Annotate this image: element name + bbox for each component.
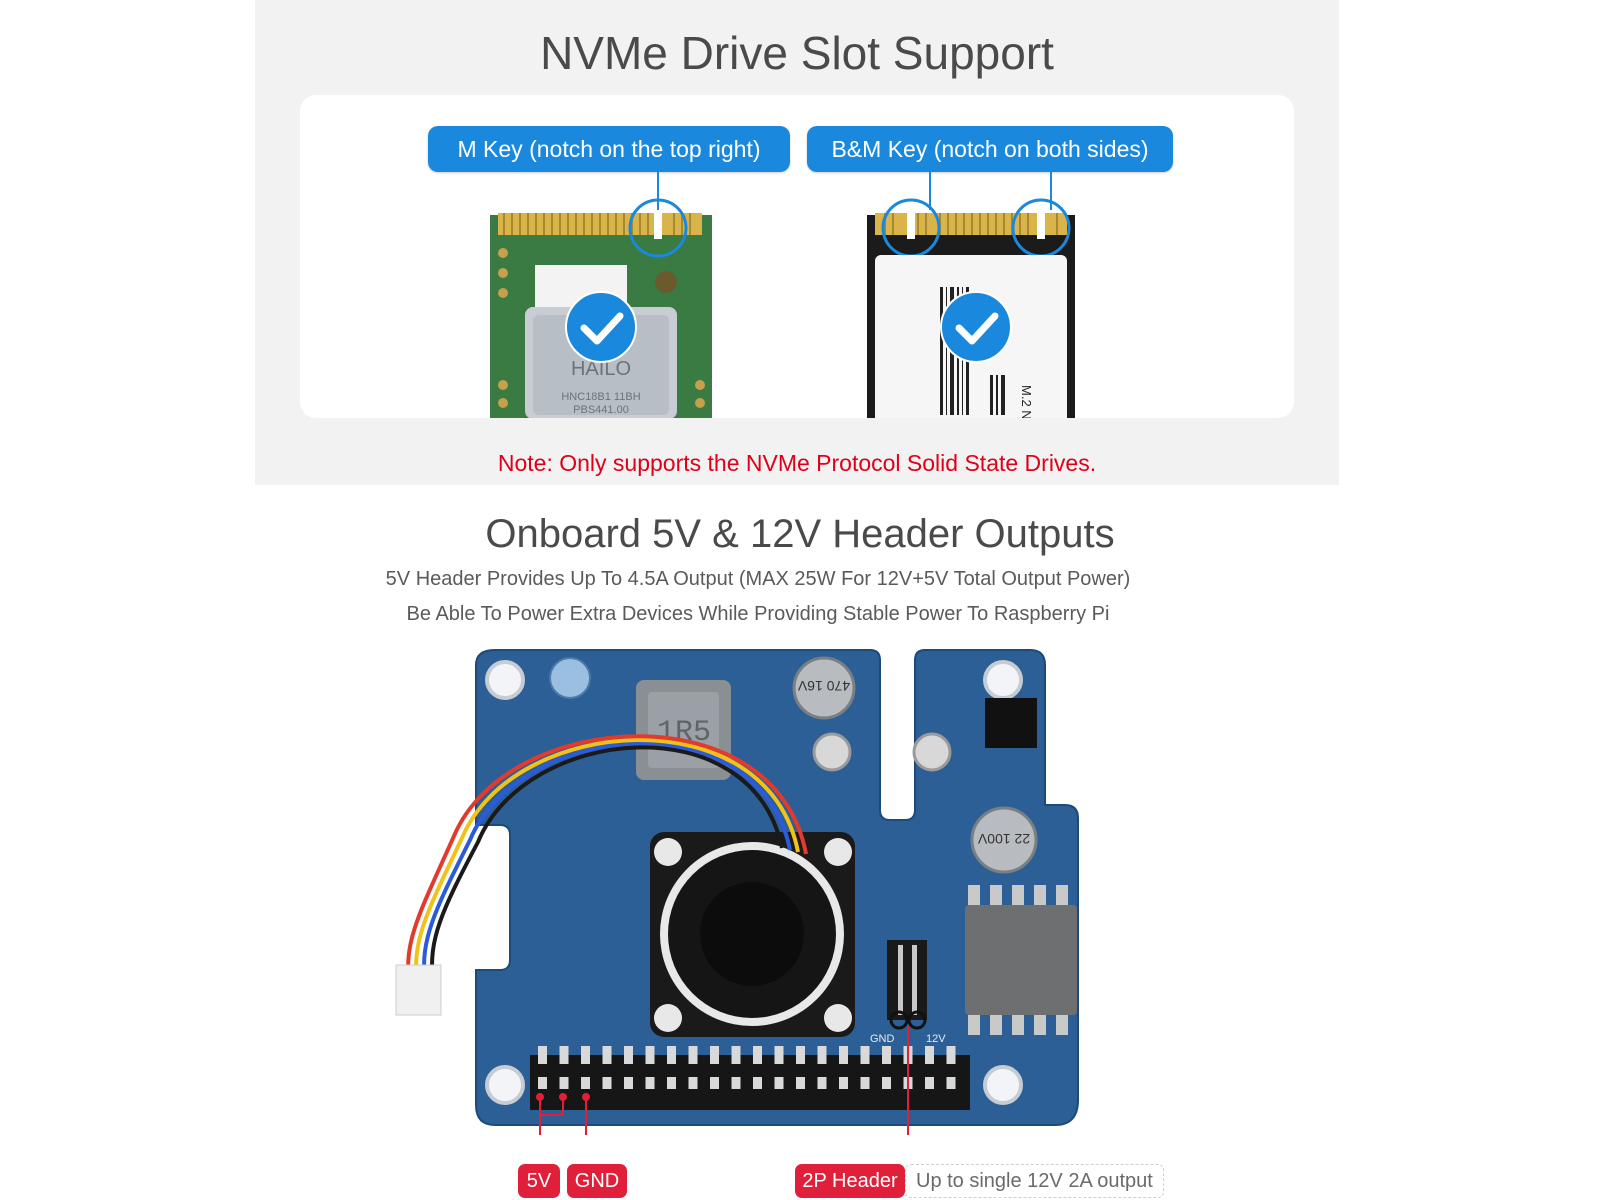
- nvme-section: NVMe Drive Slot Support M Key (notch on …: [255, 0, 1339, 485]
- tag-5v: 5V: [518, 1164, 560, 1198]
- svg-text:PBS441.00: PBS441.00: [573, 404, 629, 416]
- check-icon: [580, 312, 624, 345]
- nvme-section-title: NVMe Drive Slot Support: [540, 27, 1054, 79]
- power-board-image: 1R5 470 16V 22 100V GND 12V: [395, 649, 1079, 1135]
- hailo-chip-text: HAILO: [571, 358, 631, 380]
- bm-key-label: B&M Key (notch on both sides): [807, 126, 1173, 172]
- check-icon: [955, 312, 999, 345]
- svg-text:470 16V: 470 16V: [797, 678, 850, 694]
- svg-text:M.2 NG: M.2 NG: [1019, 385, 1034, 418]
- header-outputs-line1: 5V Header Provides Up To 4.5A Output (MA…: [385, 568, 1131, 590]
- ssd-illustrations: HAILO HNC18B1 11BH PBS441.00: [490, 172, 1075, 418]
- header-outputs-line2: Be Able To Power Extra Devices While Pro…: [406, 603, 1110, 625]
- svg-text:HNC18B1 11BH: HNC18B1 11BH: [561, 391, 640, 403]
- svg-text:12V: 12V: [926, 1033, 946, 1045]
- svg-text:GND: GND: [870, 1033, 895, 1045]
- tag-gnd: GND: [567, 1164, 627, 1198]
- svg-text:22 100V: 22 100V: [977, 831, 1030, 847]
- bm-key-ssd-image: M.2 NG: [867, 198, 1075, 418]
- m-key-label: M Key (notch on the top right): [428, 126, 790, 172]
- header-output-description: Up to single 12V 2A output: [905, 1164, 1164, 1198]
- m-key-ssd-image: HAILO HNC18B1 11BH PBS441.00: [490, 198, 712, 418]
- nvme-note: Note: Only supports the NVMe Protocol So…: [497, 450, 1097, 476]
- header-outputs-title: Onboard 5V & 12V Header Outputs: [485, 512, 1115, 556]
- tag-2p-header: 2P Header: [795, 1164, 905, 1198]
- nvme-card: M Key (notch on the top right) B&M Key (…: [300, 95, 1294, 418]
